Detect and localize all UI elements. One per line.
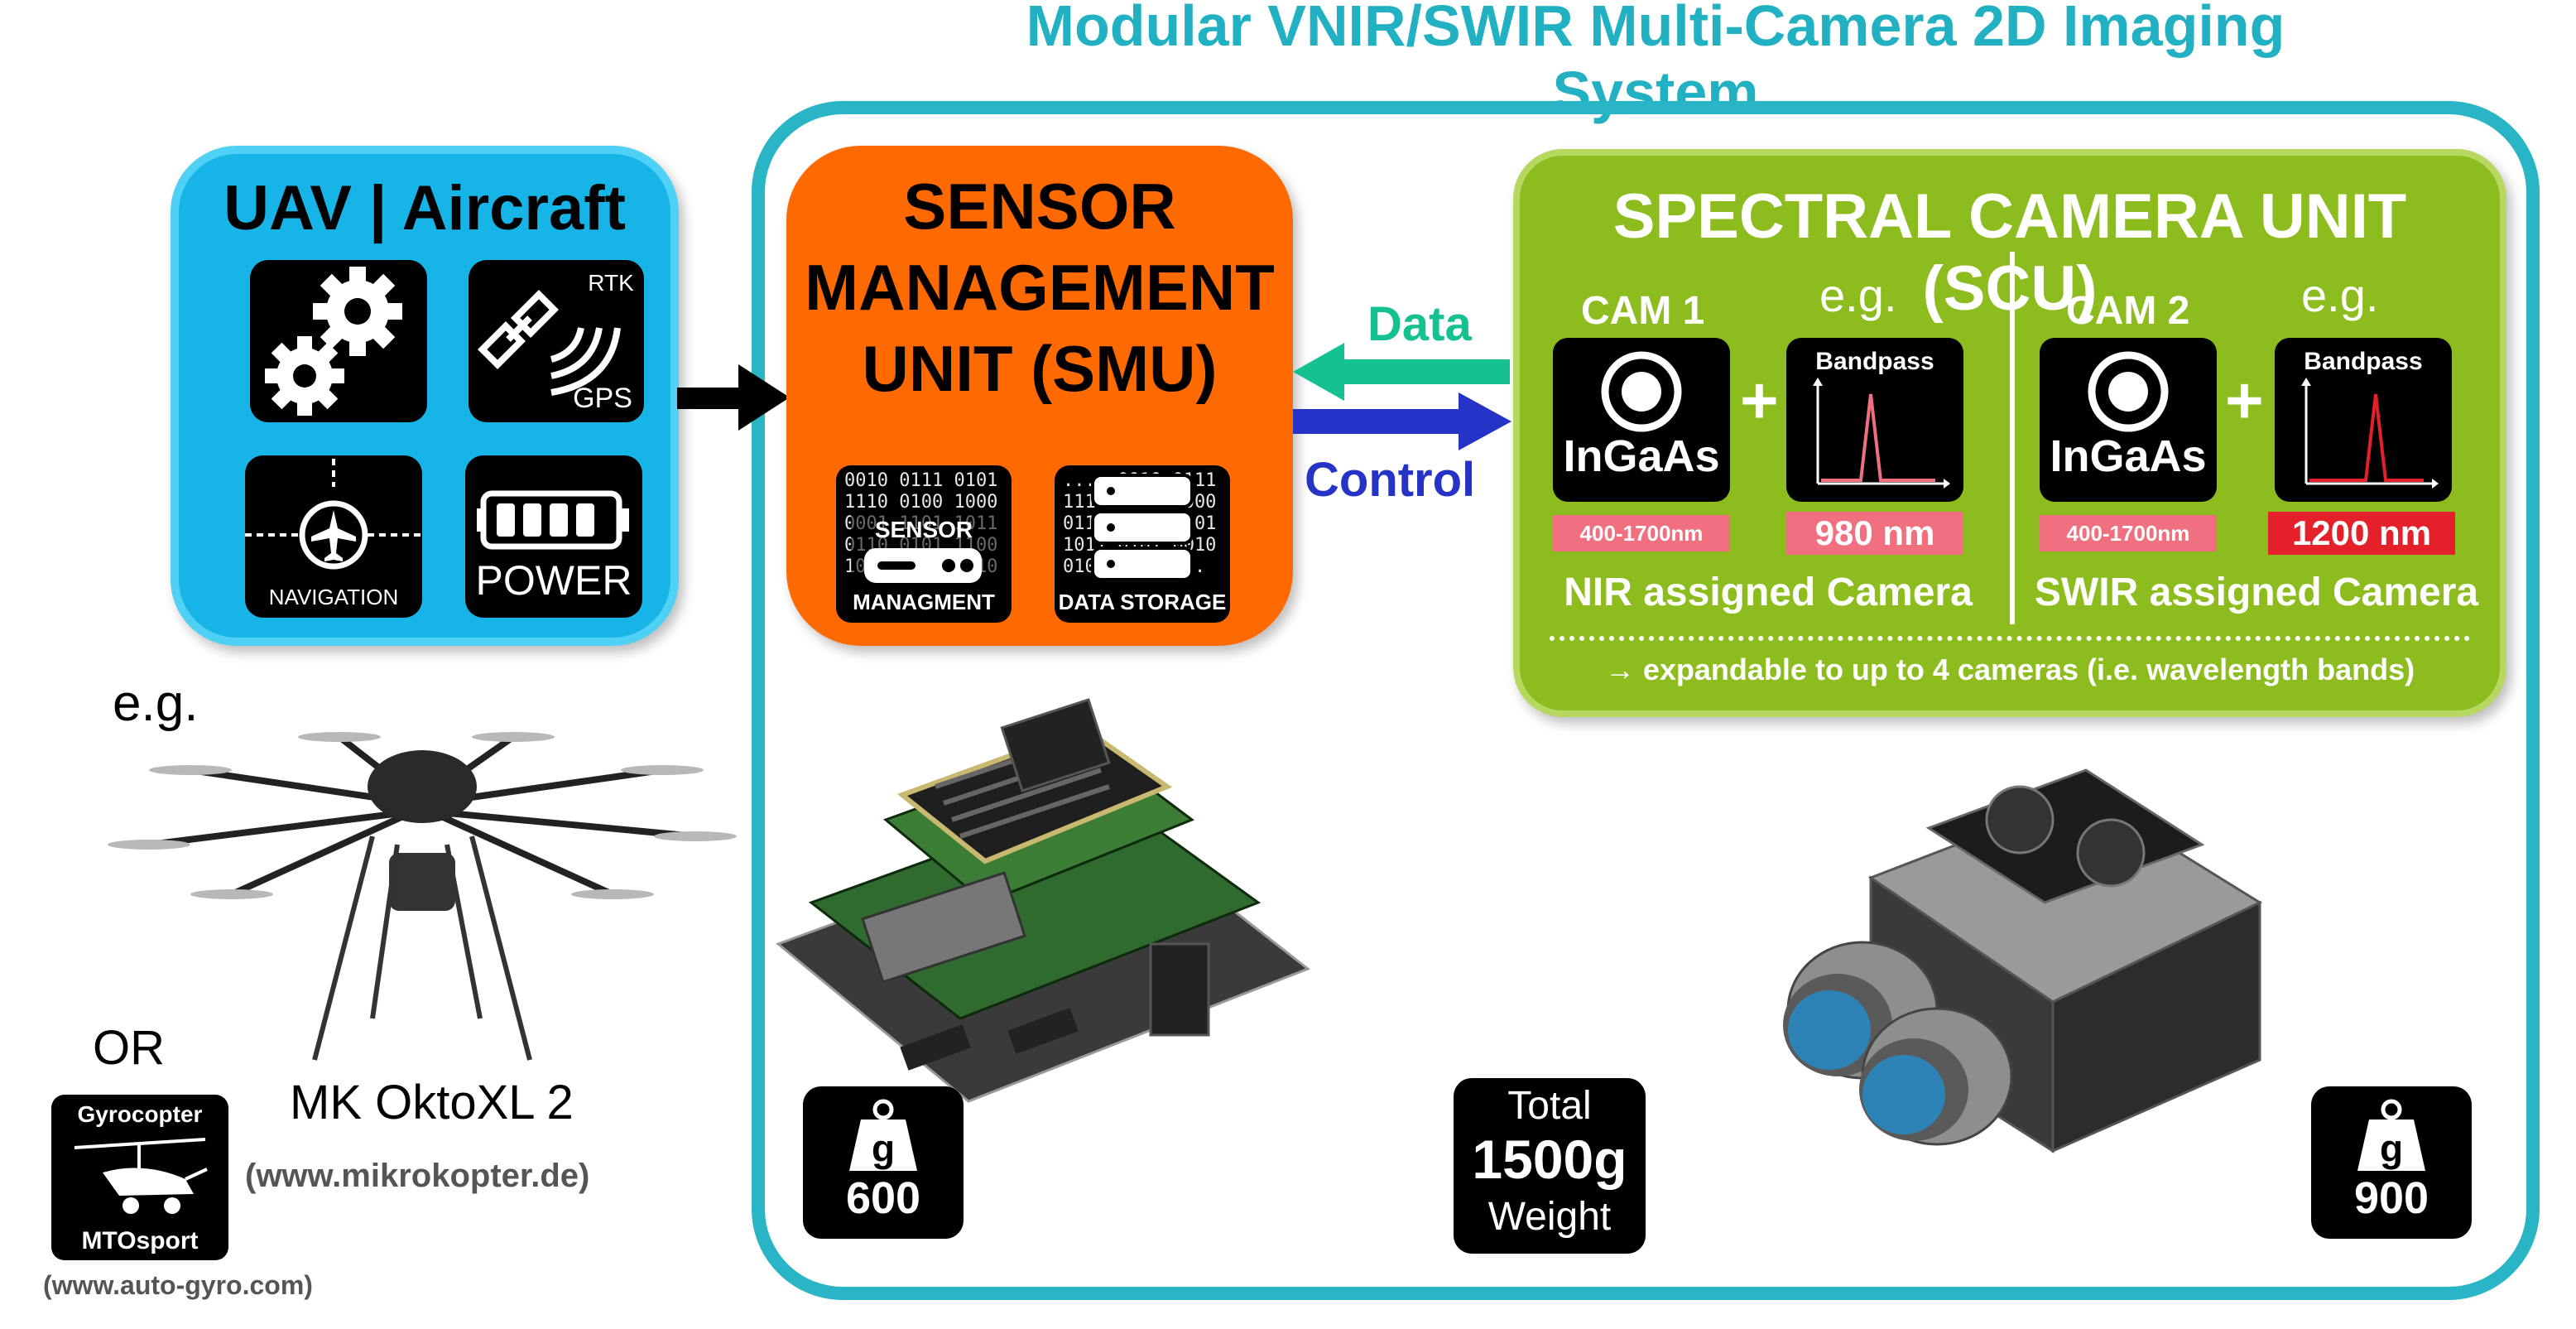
navigation-label: NAVIGATION xyxy=(268,585,399,609)
scu-weight-unit: g xyxy=(2379,1127,2404,1170)
airplane-navigation-icon xyxy=(245,459,422,570)
smu-weight-tile: g 600 xyxy=(803,1086,964,1239)
control-arrow xyxy=(1293,392,1511,450)
data-arrow xyxy=(1293,343,1510,401)
smu-box: SENSOR MANAGEMENT UNIT (SMU) 0010 0111 0… xyxy=(786,146,1293,646)
smu-weight-unit: g xyxy=(871,1127,896,1170)
sensor-overlay-label: SENSOR xyxy=(874,517,973,542)
camera-lens-icon xyxy=(1601,351,1682,432)
smu-weight-value: 600 xyxy=(845,1173,921,1223)
power-tile: POWER xyxy=(465,455,642,618)
cam-2-filter-label: Bandpass xyxy=(2304,348,2423,375)
mtosport-label: MTOsport xyxy=(81,1227,199,1254)
satellite-icon xyxy=(478,290,621,396)
scu-divider xyxy=(2010,252,2015,624)
gyrocopter-label: Gyrocopter xyxy=(77,1101,203,1127)
cam-2-sensor-tile: InGaAs xyxy=(2040,338,2217,502)
sensor-device-icon xyxy=(864,548,982,583)
cam-1-range-badge: 400-1700nm xyxy=(1553,515,1730,551)
drone-url: (www.mikrokopter.de) xyxy=(245,1158,590,1194)
cam-2-range-badge: 400-1700nm xyxy=(2040,515,2217,551)
cam-2-label: CAM 2 xyxy=(2066,289,2190,333)
total-weight-value: 1500g xyxy=(1472,1129,1627,1190)
camera-lens-icon xyxy=(2088,351,2169,432)
uav-title: UAV | Aircraft xyxy=(223,172,626,243)
scu-box: SPECTRAL CAMERA UNIT (SCU) CAM 1 e.g. In… xyxy=(1513,149,2506,717)
total-weight-line-3: Weight xyxy=(1487,1195,1612,1239)
sensor-management-tile: 0010 0111 0101 1110 0100 1000 0001 1101 … xyxy=(836,465,1012,623)
cam-2-eg: e.g. xyxy=(2301,269,2379,321)
cam-1-eg: e.g. xyxy=(1819,269,1897,321)
weight-icon xyxy=(849,1099,917,1171)
gears-tile xyxy=(250,260,427,422)
cam-1-label: CAM 1 xyxy=(1581,289,1705,333)
total-weight-tile: Total 1500g Weight xyxy=(1454,1078,1646,1254)
battery-icon xyxy=(477,490,629,550)
gps-label: GPS xyxy=(573,383,632,414)
plus-sign: + xyxy=(2225,364,2264,437)
scu-title: SPECTRAL CAMERA UNIT (SCU) xyxy=(1612,181,2407,324)
smu-title-line-2: MANAGEMENT xyxy=(805,251,1275,324)
rtk-label: RTK xyxy=(588,270,634,296)
uav-aircraft-box: UAV | Aircraft xyxy=(171,146,679,646)
cam-2-sensor-type: InGaAs xyxy=(2050,431,2207,481)
data-arrow-label: Data xyxy=(1367,297,1472,351)
total-weight-line-1: Total xyxy=(1507,1084,1592,1128)
gyrocopter-url: (www.auto-gyro.com) xyxy=(43,1270,313,1300)
power-label: POWER xyxy=(475,557,632,604)
gyrocopter-icon xyxy=(74,1138,208,1214)
weight-icon xyxy=(2357,1099,2425,1171)
managment-label: MANAGMENT xyxy=(853,590,995,614)
bandpass-plot-icon xyxy=(1813,378,1950,489)
bandpass-plot-icon xyxy=(2301,378,2439,489)
scu-hardware-image xyxy=(1783,768,2263,1153)
uav-eg-label: e.g. xyxy=(113,675,199,732)
scu-dotted-separator xyxy=(1550,636,2470,641)
cam-1-wavelength-badge: 980 nm xyxy=(1786,512,1963,555)
cam-1-sensor-type: InGaAs xyxy=(1563,431,1720,481)
cam-1-assigned-label: NIR assigned Camera xyxy=(1564,571,1973,614)
expandable-note: → expandable to up to 4 cameras (i.e. wa… xyxy=(1604,652,2415,686)
server-stack-icon xyxy=(1091,474,1194,581)
smu-title-line-1: SENSOR xyxy=(903,170,1176,243)
smu-hardware-image xyxy=(776,698,1310,1103)
control-arrow-label: Control xyxy=(1305,453,1476,507)
data-storage-tile: .... 0010 0111 1110 0100 1000 0111 1101 … xyxy=(1055,465,1230,623)
or-label: OR xyxy=(93,1021,165,1075)
uav-to-smu-arrow xyxy=(677,364,790,431)
cam-1-sensor-tile: InGaAs xyxy=(1553,338,1730,502)
cam-1-filter-tile: Bandpass xyxy=(1786,338,1963,502)
diagram-title: Modular VNIR/SWIR Multi-Camera 2D Imagin… xyxy=(1026,0,2285,124)
cam-2-assigned-label: SWIR assigned Camera xyxy=(2034,571,2479,614)
drone-image xyxy=(108,732,737,1061)
drone-name: MK OktoXL 2 xyxy=(290,1076,574,1129)
gps-tile: RTK GPS xyxy=(469,260,644,422)
data-storage-label: DATA STORAGE xyxy=(1058,590,1227,614)
scu-weight-value: 900 xyxy=(2353,1173,2429,1223)
scu-weight-tile: g 900 xyxy=(2311,1086,2472,1239)
cam-1-filter-label: Bandpass xyxy=(1815,348,1934,375)
plus-sign: + xyxy=(1740,364,1779,437)
gyrocopter-tile: Gyrocopter MTOsport xyxy=(51,1095,228,1260)
cam-2-wavelength-badge: 1200 nm xyxy=(2268,512,2455,555)
navigation-tile: NAVIGATION xyxy=(245,455,422,618)
gears-icon xyxy=(265,267,402,416)
smu-title-line-3: UNIT (SMU) xyxy=(862,332,1218,405)
cam-2-filter-tile: Bandpass xyxy=(2275,338,2452,502)
